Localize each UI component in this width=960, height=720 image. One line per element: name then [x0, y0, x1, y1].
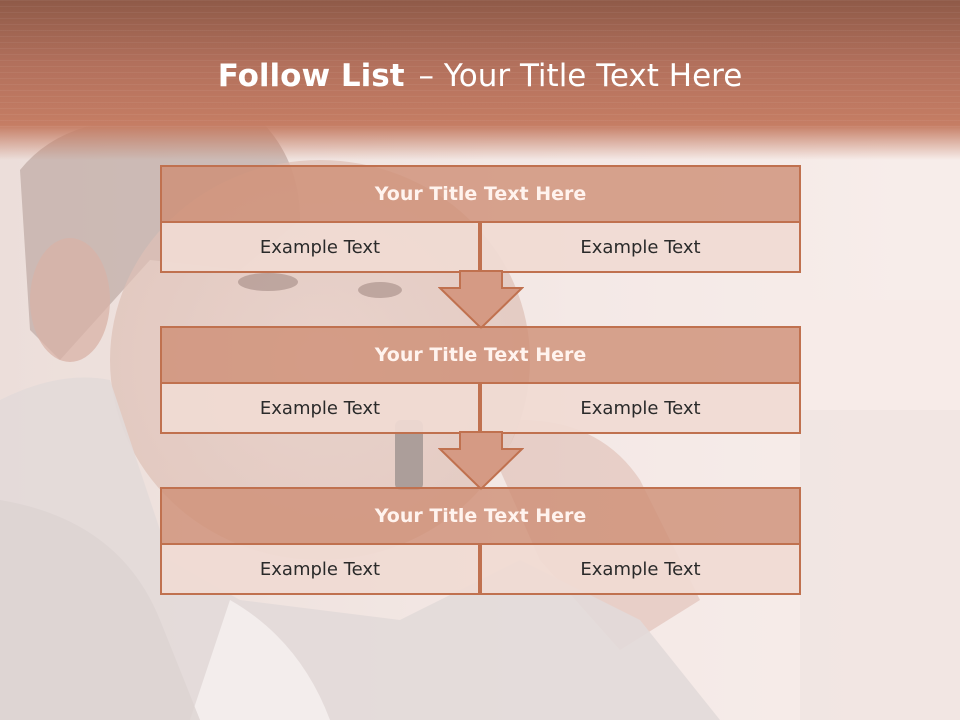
block-title: Your Title Text Here	[160, 326, 801, 384]
down-arrow-icon	[438, 270, 524, 330]
block-cell-right: Example Text	[480, 543, 801, 595]
block-title: Your Title Text Here	[160, 165, 801, 223]
header-stripes	[0, 0, 960, 130]
block-cell-left: Example Text	[160, 382, 480, 434]
title-bold: Follow List	[217, 58, 405, 94]
list-block-3: Your Title Text Here Example Text Exampl…	[160, 487, 801, 595]
list-block-1: Your Title Text Here Example Text Exampl…	[160, 165, 801, 273]
block-title: Your Title Text Here	[160, 487, 801, 545]
list-block-2: Your Title Text Here Example Text Exampl…	[160, 326, 801, 434]
block-cell-right: Example Text	[480, 382, 801, 434]
block-cell-left: Example Text	[160, 543, 480, 595]
title-separator: –	[418, 58, 435, 94]
header-band	[0, 0, 960, 160]
block-cell-left: Example Text	[160, 221, 480, 273]
block-cell-right: Example Text	[480, 221, 801, 273]
title-rest: Your Title Text Here	[443, 58, 743, 94]
down-arrow-icon	[438, 431, 524, 491]
slide-title: Follow List– Your Title Text Here	[0, 54, 960, 98]
